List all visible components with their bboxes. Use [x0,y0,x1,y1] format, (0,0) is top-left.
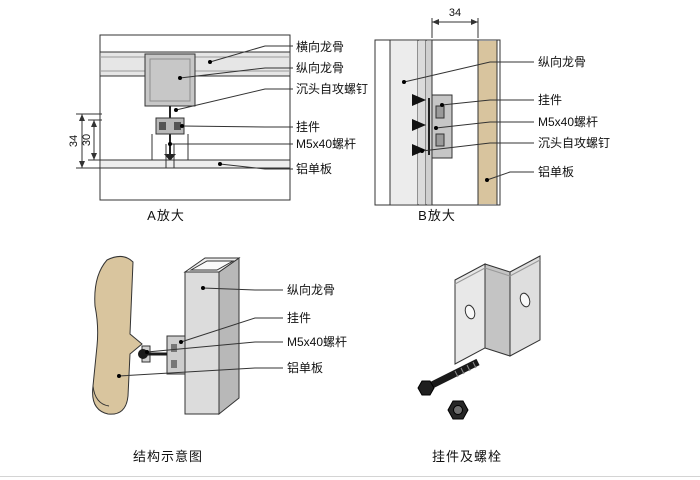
vertical-keel-tube [183,257,241,416]
caption-structure: 结构示意图 [132,449,203,464]
screw-symbols [412,94,426,156]
dim-34-text-b: 34 [448,7,462,19]
aluminum-panel-section [100,144,290,169]
vertical-keel-band [389,40,433,205]
label-a-aluminum-panel: 铝单板 [296,162,333,176]
label-c-bolt-rod: M5x40螺杆 [287,335,348,349]
label-c-aluminum-panel: 铝单板 [287,361,324,375]
page-divider [0,476,700,477]
label-b-aluminum-panel: 铝单板 [538,165,575,179]
caption-hardware: 挂件及螺栓 [431,449,502,464]
leader-lines [402,61,534,182]
label-b-hanger: 挂件 [538,93,563,107]
hanger-assembly [151,106,189,161]
label-a-horizontal-keel: 横向龙骨 [296,40,345,54]
bolt [417,358,480,396]
hanger-channel [454,255,541,365]
detail-a-drawing [76,34,293,201]
label-b-screw: 沉头自攻螺钉 [538,136,611,150]
caption-detail-b: B放大 [418,208,456,223]
dimension-30 [88,119,102,161]
structure-drawing [92,256,283,416]
aluminum-panel-3d [92,256,143,415]
hardware-drawing [417,255,541,420]
label-a-vertical-keel: 纵向龙骨 [296,61,345,75]
leader-lines [168,45,293,170]
caption-detail-a: A放大 [147,208,185,223]
hanger-bracket-3d [138,335,186,375]
dim-30-text: 30 [81,133,93,147]
detail-b-drawing [374,18,534,206]
dimension-34 [431,18,479,38]
label-a-screw: 沉头自攻螺钉 [296,82,369,96]
hanger-bracket [428,94,453,159]
dim-34-text: 34 [68,134,80,148]
vertical-keel-section [144,53,196,107]
label-b-bolt-rod: M5x40螺杆 [538,115,599,129]
label-a-hanger: 挂件 [296,120,321,134]
label-c-hanger: 挂件 [287,311,312,325]
label-c-vertical-keel: 纵向龙骨 [287,283,336,297]
leader-lines [117,286,283,378]
dimension-34 [76,113,102,169]
label-b-vertical-keel: 纵向龙骨 [538,55,587,69]
nut [447,400,469,420]
label-a-bolt-rod: M5x40螺杆 [296,137,357,151]
